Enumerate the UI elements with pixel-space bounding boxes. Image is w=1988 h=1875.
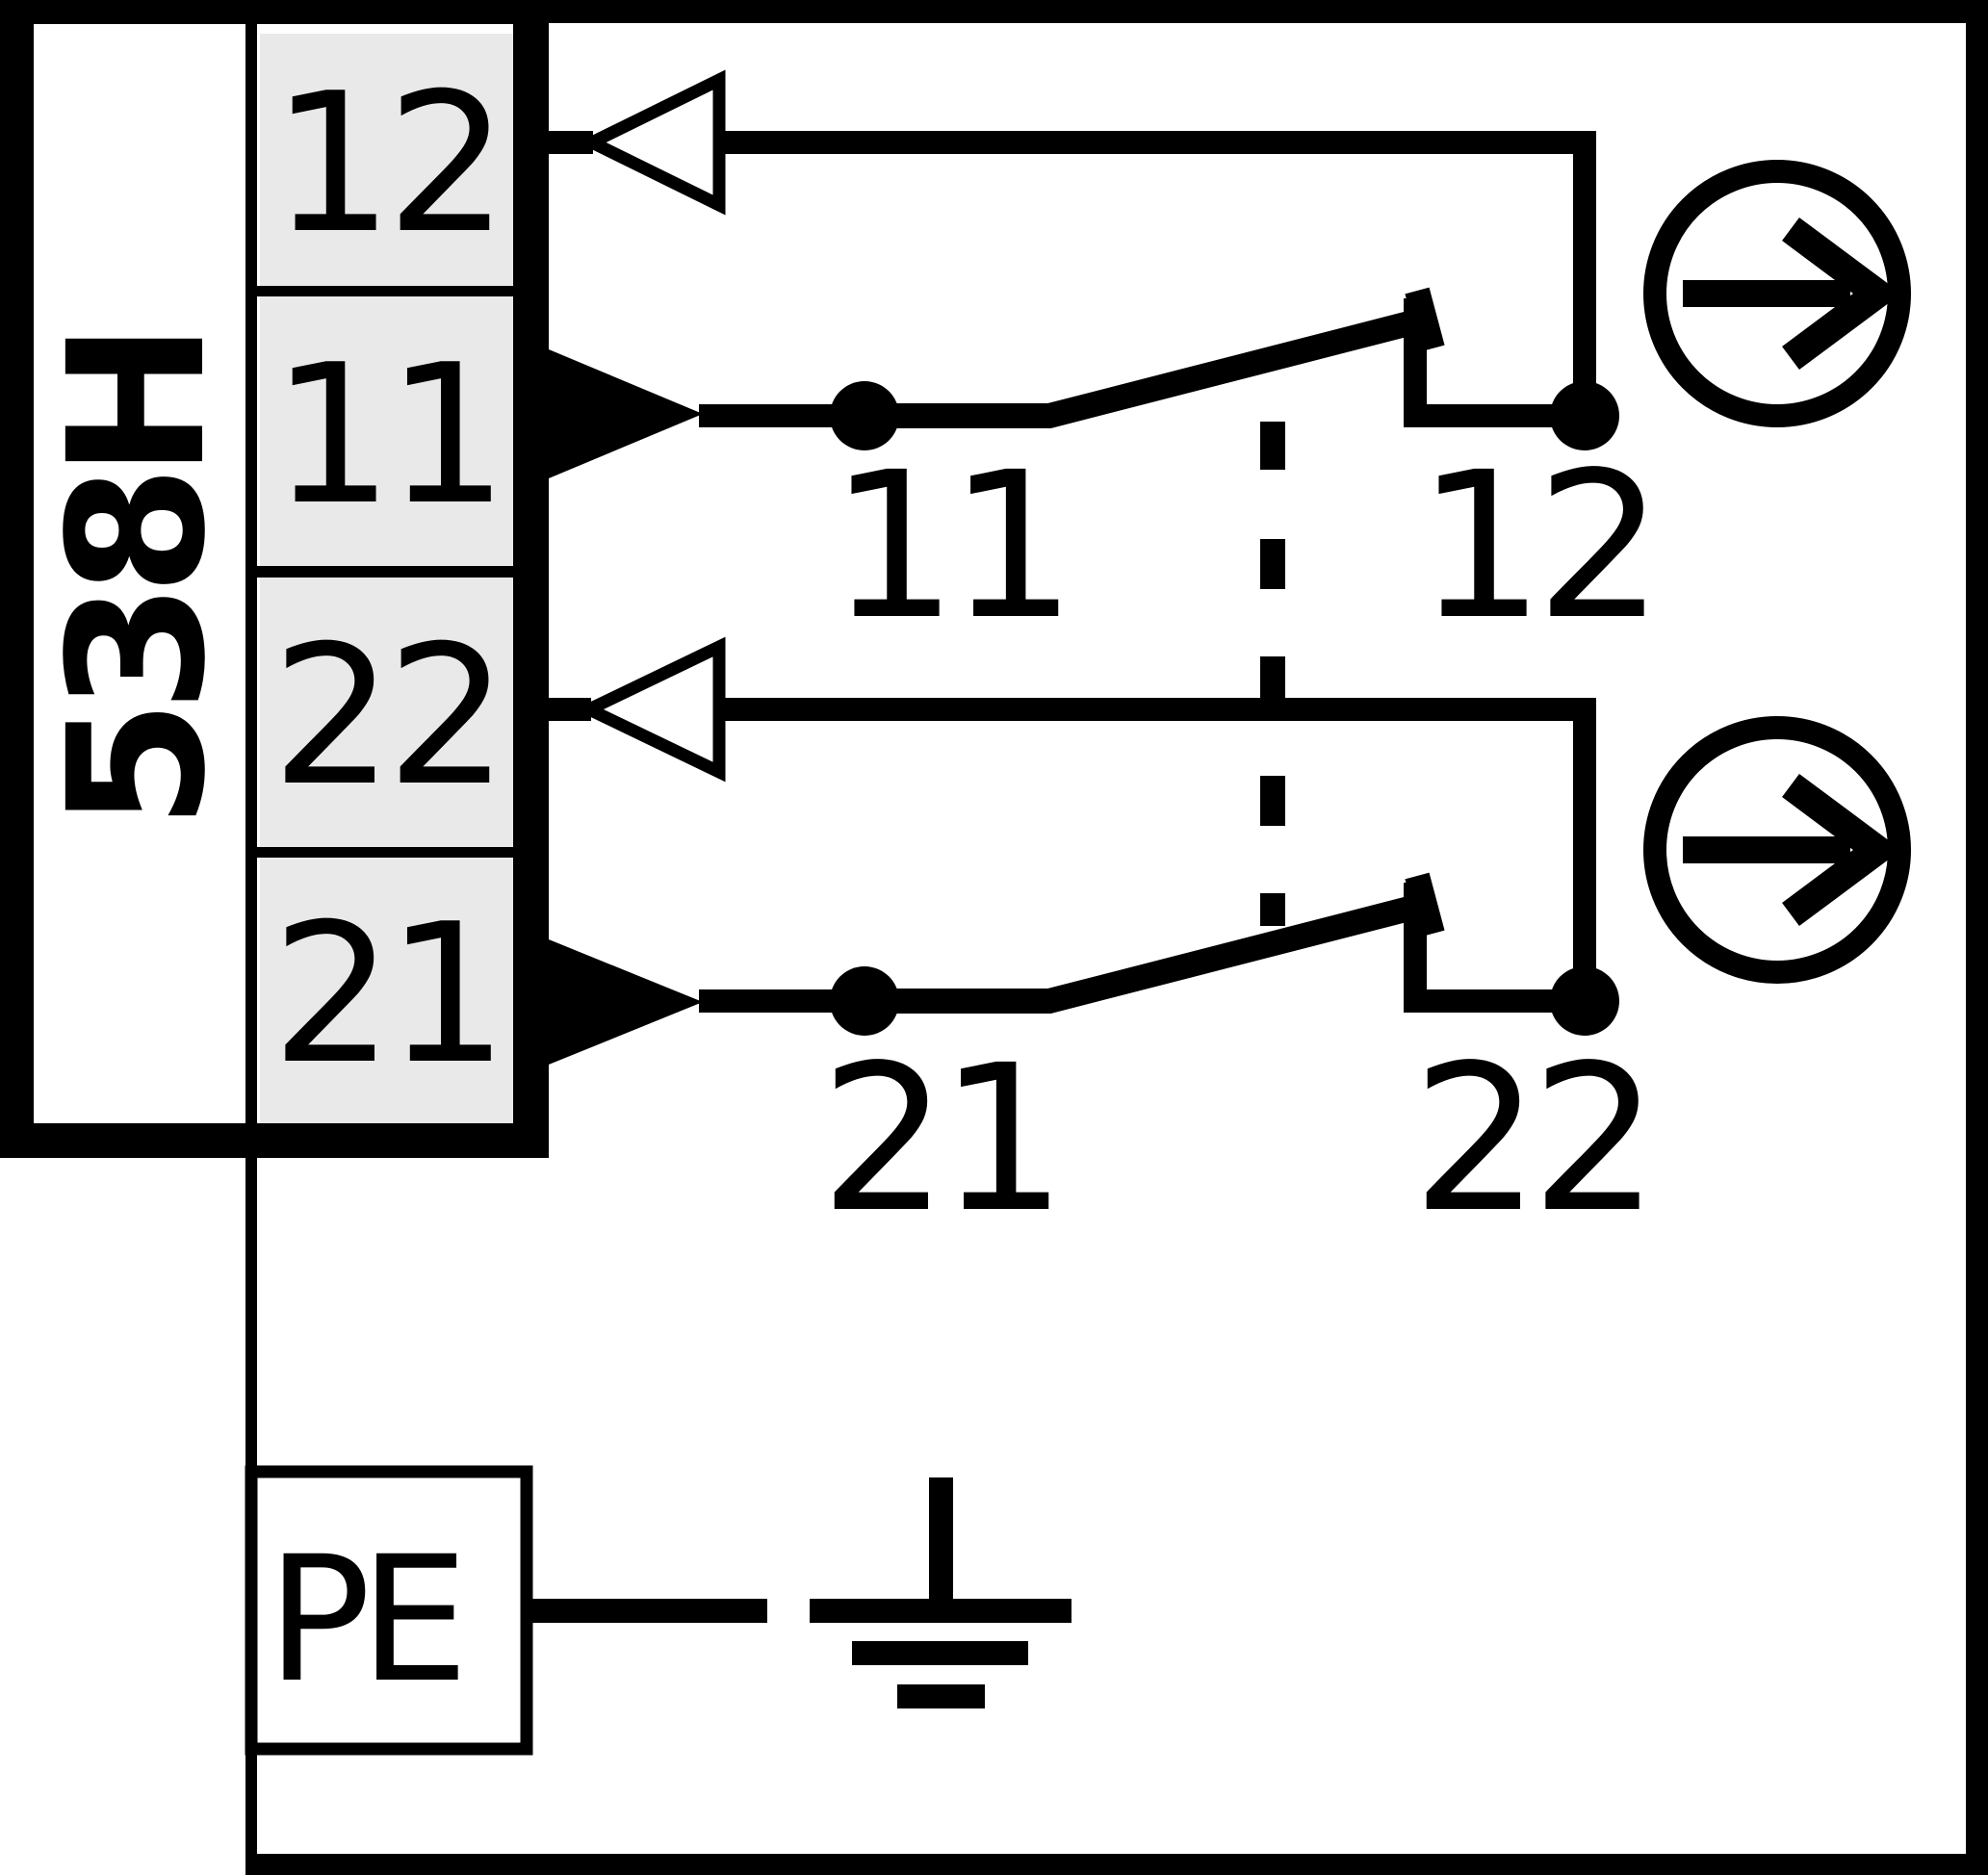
contact-label-22: 22 <box>1411 1021 1649 1257</box>
actuator-arrow-head <box>1782 217 1902 371</box>
terminal-cell-separator <box>245 847 513 858</box>
enclosure-right-edge <box>1966 0 1988 1875</box>
arrow-out-11-icon <box>549 349 703 478</box>
ground-stem <box>929 1477 953 1605</box>
ground-bar-top <box>810 1599 1071 1623</box>
earth-ground-icon <box>810 1477 1071 1708</box>
contact-label-21: 21 <box>819 1021 1057 1257</box>
arrow-out-21-icon <box>549 939 703 1065</box>
actuator-arrow-head <box>1782 773 1902 927</box>
terminal-cell-12 <box>260 34 513 286</box>
contact-nc2-node-left <box>830 966 899 1036</box>
ground-bar-bottom <box>897 1684 985 1708</box>
mechanical-link-dash <box>1260 656 1285 706</box>
contact-nc1-node-right <box>1550 381 1619 450</box>
contact-label-11: 11 <box>829 428 1067 664</box>
device-label: 538H <box>28 335 246 830</box>
terminal-block: 12 11 22 21 538H <box>0 0 549 1158</box>
pe-wire <box>532 1599 767 1623</box>
terminal-number-11: 11 <box>271 323 502 548</box>
mechanical-link-dash <box>1260 422 1285 470</box>
terminal-number-22: 22 <box>271 604 502 829</box>
actuator-icon-bottom <box>1643 716 1911 984</box>
terminal-number-12: 12 <box>271 52 502 276</box>
enclosure-bottom-edge <box>245 1854 1988 1875</box>
pe-terminal-box <box>245 1465 533 1756</box>
pe-terminal-label: PE <box>267 1520 459 1721</box>
contact-nc1: 11 12 <box>829 287 1665 664</box>
signal-direction-arrows <box>549 69 726 1065</box>
contact-nc2-lever <box>865 890 1435 1014</box>
terminal-cell-21 <box>260 858 513 1123</box>
terminal-block-top-border <box>0 0 549 24</box>
contact-nc1-node-left <box>830 381 899 450</box>
actuator-icon-top <box>1643 160 1911 427</box>
terminal-block-bottom-border <box>0 1123 549 1158</box>
mechanical-link-dash <box>1260 539 1285 589</box>
contact-nc2: 21 22 <box>819 872 1660 1257</box>
contact-nc2-fixed-bracket <box>1404 883 1585 1013</box>
arrow-in-12-icon <box>578 69 726 216</box>
mechanical-link-dash <box>1260 893 1285 926</box>
contact-nc1-lever <box>865 305 1435 428</box>
terminal-number-21: 21 <box>271 883 502 1107</box>
contact-nc1-fixed-bracket <box>1404 298 1585 427</box>
terminal-cell-22 <box>260 578 513 847</box>
arrow-in-22-icon <box>575 636 726 783</box>
terminal-block-right-border <box>513 0 549 1158</box>
contact-label-12: 12 <box>1416 428 1654 664</box>
terminal-cell-separator <box>245 286 513 296</box>
pe-terminal: PE <box>245 1465 767 1756</box>
contact-nc2-node-right <box>1550 966 1619 1036</box>
mechanical-link-dash <box>1260 776 1285 826</box>
terminal-cell-separator <box>245 566 513 578</box>
mechanical-link-icon <box>1260 422 1285 926</box>
terminal-cell-11 <box>260 296 513 566</box>
ground-bar-middle <box>852 1641 1028 1665</box>
terminal-block-left-border <box>0 0 34 1158</box>
